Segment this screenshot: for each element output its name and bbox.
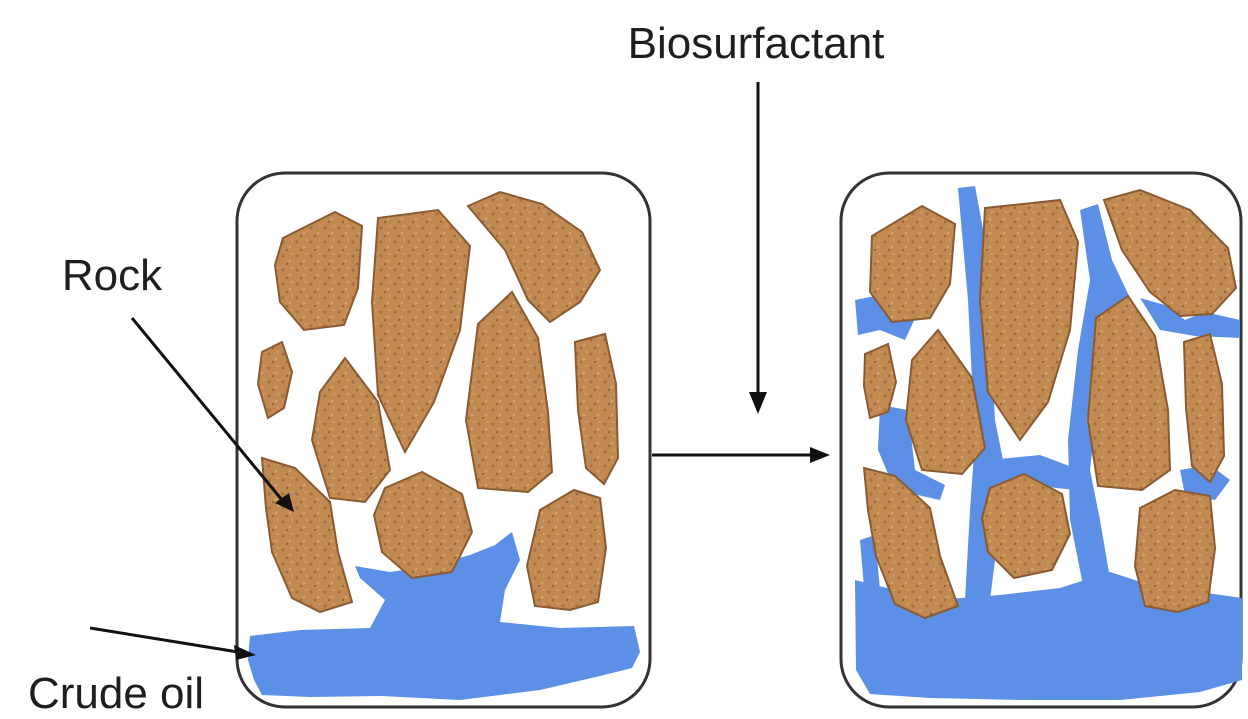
after-treatment-panel (841, 173, 1242, 707)
biosurfactant-arrow-head (749, 392, 767, 414)
before-treatment-panel (237, 173, 650, 707)
rock-label: Rock (62, 251, 163, 300)
biosurfactant-label: Biosurfactant (628, 19, 885, 68)
crude-oil-pointer-line (90, 628, 238, 652)
process-arrow-head (810, 447, 830, 463)
rock (1135, 490, 1215, 612)
crude-oil-label: Crude oil (28, 669, 204, 718)
